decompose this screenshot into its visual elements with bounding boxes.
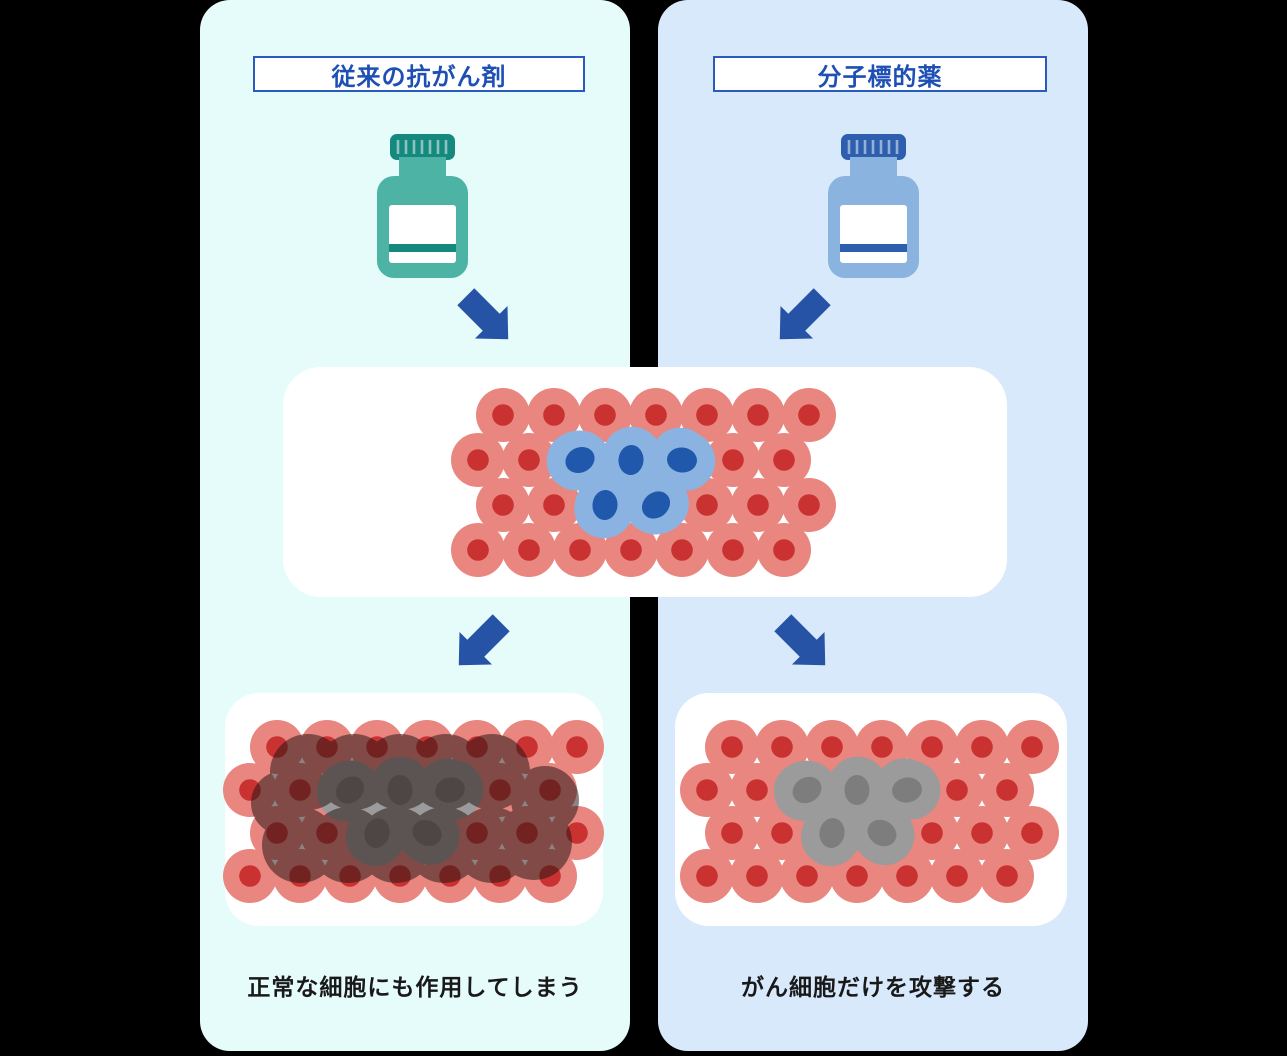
cell-nucleus — [871, 736, 893, 758]
title-targeted-label: 分子標的薬 — [817, 63, 943, 91]
cell-nucleus — [671, 539, 693, 561]
cell-nucleus — [594, 404, 616, 426]
cell-nucleus — [239, 865, 261, 887]
conventional-drug-bottle-icon — [377, 134, 468, 278]
cell-nucleus — [821, 736, 843, 758]
arrow-targeted-to-tissue-icon — [779, 288, 831, 340]
bottle-cap-ridges — [847, 140, 899, 154]
cell-nucleus — [620, 539, 642, 561]
cell-nucleus — [543, 404, 565, 426]
title-conventional-label: 従来の抗がん剤 — [331, 63, 507, 91]
cell-nucleus — [921, 736, 943, 758]
bottle-label-stripe — [389, 244, 456, 252]
title-conventional: 従来の抗がん剤 — [253, 56, 585, 92]
cell-nucleus — [645, 404, 667, 426]
damage-overlay-blob — [251, 771, 315, 835]
cell-nucleus — [696, 865, 718, 887]
cell-nucleus — [667, 447, 697, 473]
cell-nucleus — [896, 865, 918, 887]
arrow-tissue-to-result-left-icon — [458, 614, 510, 666]
cell-nucleus — [771, 736, 793, 758]
cell-nucleus — [996, 779, 1018, 801]
cell-nucleus — [1021, 736, 1043, 758]
cell-nucleus — [746, 865, 768, 887]
targeted-drug-bottle-icon — [828, 134, 919, 278]
caption-conventional: 正常な細胞にも作用してしまう — [247, 974, 583, 1000]
arrow-tissue-to-result-right-icon — [774, 614, 826, 666]
cell-nucleus — [844, 775, 870, 805]
cell-nucleus — [518, 539, 540, 561]
damage-overlay-blob — [511, 766, 579, 834]
cell-nucleus — [867, 819, 897, 847]
cell-nucleus — [819, 818, 845, 848]
cell-nucleus — [796, 865, 818, 887]
cell-nucleus — [792, 776, 822, 804]
cell-nucleus — [565, 447, 595, 473]
cell-nucleus — [798, 404, 820, 426]
caption-targeted: がん細胞だけを攻撃する — [741, 974, 1005, 1000]
cell-nucleus — [592, 490, 618, 520]
cell-nucleus — [747, 494, 769, 516]
cell-nucleus — [618, 445, 644, 475]
cell-nucleus — [696, 494, 718, 516]
cell-nucleus — [892, 777, 922, 803]
cell-nucleus — [722, 539, 744, 561]
cell-nucleus — [946, 779, 968, 801]
cell-nucleus — [492, 494, 514, 516]
cell-nucleus — [773, 449, 795, 471]
cell-nucleus — [771, 822, 793, 844]
cell-nucleus — [773, 539, 795, 561]
cell-nucleus — [971, 736, 993, 758]
cell-nucleus — [996, 865, 1018, 887]
result-right-cells — [680, 720, 1059, 903]
bottle-label-stripe — [840, 244, 907, 252]
tissue-before-cells — [451, 388, 836, 577]
cell-nucleus — [746, 779, 768, 801]
bottle-label — [389, 205, 456, 263]
cell-nucleus — [946, 865, 968, 887]
cell-nucleus — [518, 449, 540, 471]
cell-nucleus — [1021, 822, 1043, 844]
cell-nucleus — [467, 539, 489, 561]
cell-nucleus — [492, 404, 514, 426]
damage-overlay-blob — [454, 734, 530, 810]
cell-nucleus — [846, 865, 868, 887]
cell-nucleus — [721, 736, 743, 758]
title-targeted: 分子標的薬 — [713, 56, 1047, 92]
bottle-label — [840, 205, 907, 263]
cell-nucleus — [543, 494, 565, 516]
damage-overlay — [251, 734, 579, 883]
cell-nucleus — [722, 449, 744, 471]
cell-nucleus — [566, 736, 588, 758]
cell-nucleus — [721, 822, 743, 844]
cell-nucleus — [569, 539, 591, 561]
cell-nucleus — [747, 404, 769, 426]
cell-nucleus — [798, 494, 820, 516]
cell-nucleus — [696, 779, 718, 801]
cell-nucleus — [641, 491, 671, 519]
bottle-cap-ridges — [396, 140, 448, 154]
cell-nucleus — [696, 404, 718, 426]
arrow-conventional-to-tissue-icon — [457, 288, 509, 340]
cell-nucleus — [921, 822, 943, 844]
cell-nucleus — [971, 822, 993, 844]
cell-nucleus — [467, 449, 489, 471]
